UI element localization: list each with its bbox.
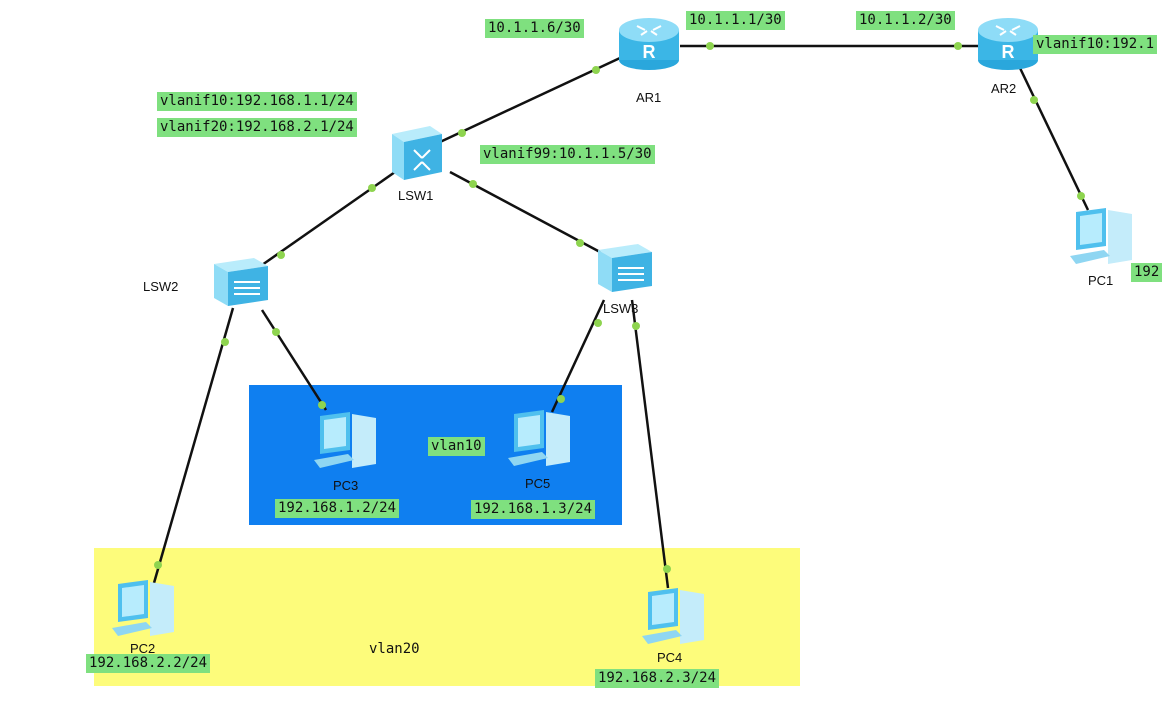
port-dot <box>632 322 640 330</box>
address-tag: 192.168.2.2/24 <box>86 654 211 673</box>
port-dot <box>272 328 280 336</box>
pc-icon[interactable] <box>312 410 382 472</box>
link-lsw1-lsw3[interactable] <box>449 170 601 254</box>
switch-icon[interactable] <box>212 256 270 308</box>
device-label-ar2: AR2 <box>991 81 1017 96</box>
device-label-pc3: PC3 <box>333 478 359 493</box>
device-label-pc2: PC2 <box>130 641 156 656</box>
address-tag: vlanif10:192.168.1.1/24 <box>157 92 357 111</box>
router-icon[interactable]: R <box>617 14 681 72</box>
link-lsw3-pc4[interactable] <box>630 299 671 589</box>
port-dot <box>368 184 376 192</box>
port-dot <box>954 42 962 50</box>
address-tag: 192.168.2.3/24 <box>595 669 720 688</box>
port-dot <box>1030 96 1038 104</box>
link-ar1-lsw1[interactable] <box>439 56 621 144</box>
pc-icon[interactable] <box>1068 206 1138 268</box>
link-lsw2-pc2[interactable] <box>152 307 235 584</box>
pc-icon[interactable] <box>506 408 576 470</box>
switch-icon[interactable] <box>596 242 654 294</box>
svg-text:R: R <box>1002 42 1015 62</box>
port-dot <box>221 338 229 346</box>
device-label-ar1: AR1 <box>636 90 662 105</box>
address-tag: 192 <box>1131 263 1163 282</box>
device-label-pc1: PC1 <box>1088 273 1114 288</box>
address-tag: 10.1.1.2/30 <box>856 11 955 30</box>
port-dot <box>576 239 584 247</box>
port-dot <box>663 565 671 573</box>
address-tag: 192.168.1.2/24 <box>275 499 400 518</box>
port-dot <box>318 401 326 409</box>
link-lsw3-pc5[interactable] <box>550 299 606 413</box>
device-label-pc5: PC5 <box>525 476 551 491</box>
link-ar1-ar2[interactable] <box>680 42 978 50</box>
port-dot <box>277 251 285 259</box>
vlan10-label: vlan10 <box>428 437 485 456</box>
port-dot <box>557 395 565 403</box>
port-dot <box>594 319 602 327</box>
link-lsw1-lsw2[interactable] <box>261 170 396 267</box>
port-dot <box>154 561 162 569</box>
address-tag: vlanif10:192.1 <box>1033 35 1158 54</box>
device-label-lsw3: LSW3 <box>603 301 639 316</box>
port-dot <box>469 180 477 188</box>
address-tag: vlanif20:192.168.2.1/24 <box>157 118 357 137</box>
address-tag: vlanif99:10.1.1.5/30 <box>480 145 655 164</box>
port-dot <box>592 66 600 74</box>
port-dot <box>458 129 466 137</box>
address-tag: 192.168.1.3/24 <box>471 500 596 519</box>
vlan20-label: vlan20 <box>369 641 420 657</box>
port-dot <box>1077 192 1085 200</box>
device-label-lsw2: LSW2 <box>143 279 179 294</box>
router-icon[interactable]: R <box>976 14 1040 72</box>
device-label-pc4: PC4 <box>657 650 683 665</box>
address-tag: 10.1.1.1/30 <box>686 11 785 30</box>
pc-icon[interactable] <box>110 578 180 640</box>
pc-icon[interactable] <box>640 586 710 648</box>
link-lsw2-pc3[interactable] <box>260 309 328 411</box>
address-tag: 10.1.1.6/30 <box>485 19 584 38</box>
svg-text:R: R <box>643 42 656 62</box>
l3-switch-icon[interactable] <box>390 124 444 182</box>
link-ar2-pc1[interactable] <box>1018 67 1090 211</box>
port-dot <box>706 42 714 50</box>
device-label-lsw1: LSW1 <box>398 188 434 203</box>
